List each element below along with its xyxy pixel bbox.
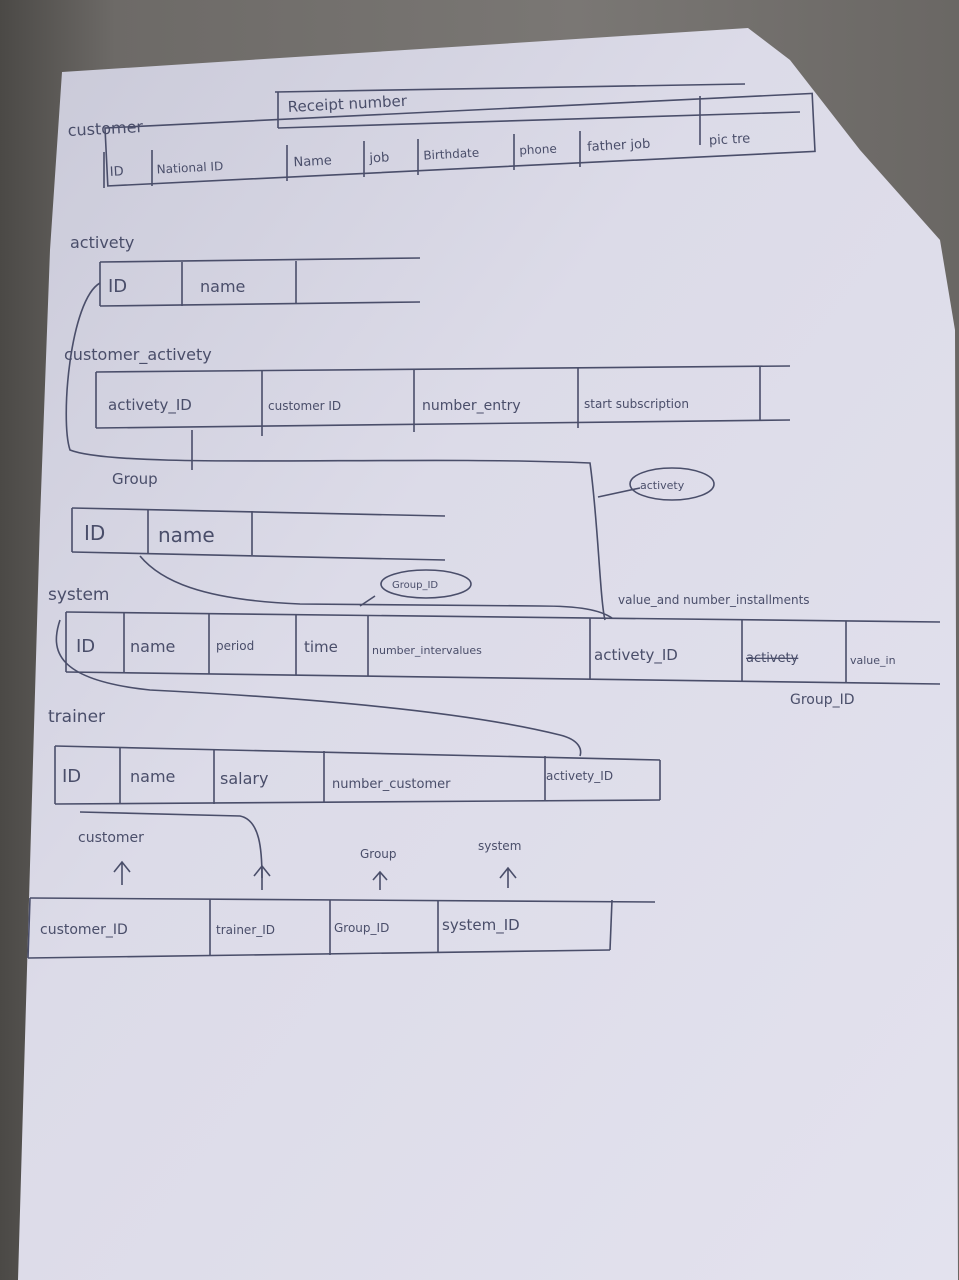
customer-col: job — [368, 150, 390, 166]
system-title: system — [48, 585, 109, 605]
system-col: period — [216, 639, 254, 653]
customer-col: father job — [587, 137, 651, 155]
system-col: value_in — [850, 654, 896, 667]
group-col: name — [158, 523, 215, 547]
trainer-col: name — [130, 767, 175, 786]
customer-col: Birthdate — [423, 146, 480, 163]
ref-customer: customer — [78, 830, 144, 846]
group-col: ID — [84, 521, 105, 545]
customer-activity-col: number_entry — [422, 398, 521, 414]
receipt-label: Receipt number — [287, 92, 408, 116]
activity-oval-label: activety — [640, 479, 685, 492]
system-col: name — [130, 637, 175, 656]
ref-system: system — [478, 839, 521, 853]
group-title: Group — [112, 470, 158, 488]
group-id-oval-label: Group_ID — [392, 580, 438, 591]
activity-col: name — [200, 277, 245, 296]
system-col: ID — [76, 636, 95, 657]
customer-col: National ID — [156, 159, 223, 176]
ref-group: Group — [360, 847, 397, 861]
system-group-id: Group_ID — [790, 692, 855, 708]
system-col: time — [304, 638, 338, 656]
trainer-col: salary — [220, 769, 268, 788]
activity-col: ID — [108, 276, 127, 297]
customer-activity-col: customer ID — [268, 399, 341, 413]
assignment-col: Group_ID — [334, 921, 389, 935]
customer-activity-title: customer_activety — [64, 345, 212, 365]
assignment-col: trainer_ID — [216, 923, 275, 937]
trainer-col: ID — [62, 766, 81, 787]
activity-title: activety — [70, 233, 134, 252]
trainer-col: activety_ID — [546, 769, 613, 783]
customer-activity-col: start subscription — [584, 397, 689, 411]
customer-col: pic tre — [709, 131, 751, 148]
customer-col: Name — [293, 153, 332, 170]
trainer-title: trainer — [48, 707, 105, 727]
customer-col: ID — [109, 164, 124, 180]
assignment-col: customer_ID — [40, 922, 128, 938]
assignment-col: system_ID — [442, 916, 520, 935]
system-col: activety_ID — [594, 646, 678, 665]
system-col: activety — [746, 651, 799, 666]
customer-title: customer — [67, 117, 144, 140]
customer-activity-col: activety_ID — [108, 396, 192, 415]
customer-col: phone — [519, 142, 557, 158]
system-col: number_intervalues — [372, 644, 482, 657]
trainer-col: number_customer — [332, 777, 451, 792]
system-extra-header: value_and number_installments — [618, 593, 810, 607]
